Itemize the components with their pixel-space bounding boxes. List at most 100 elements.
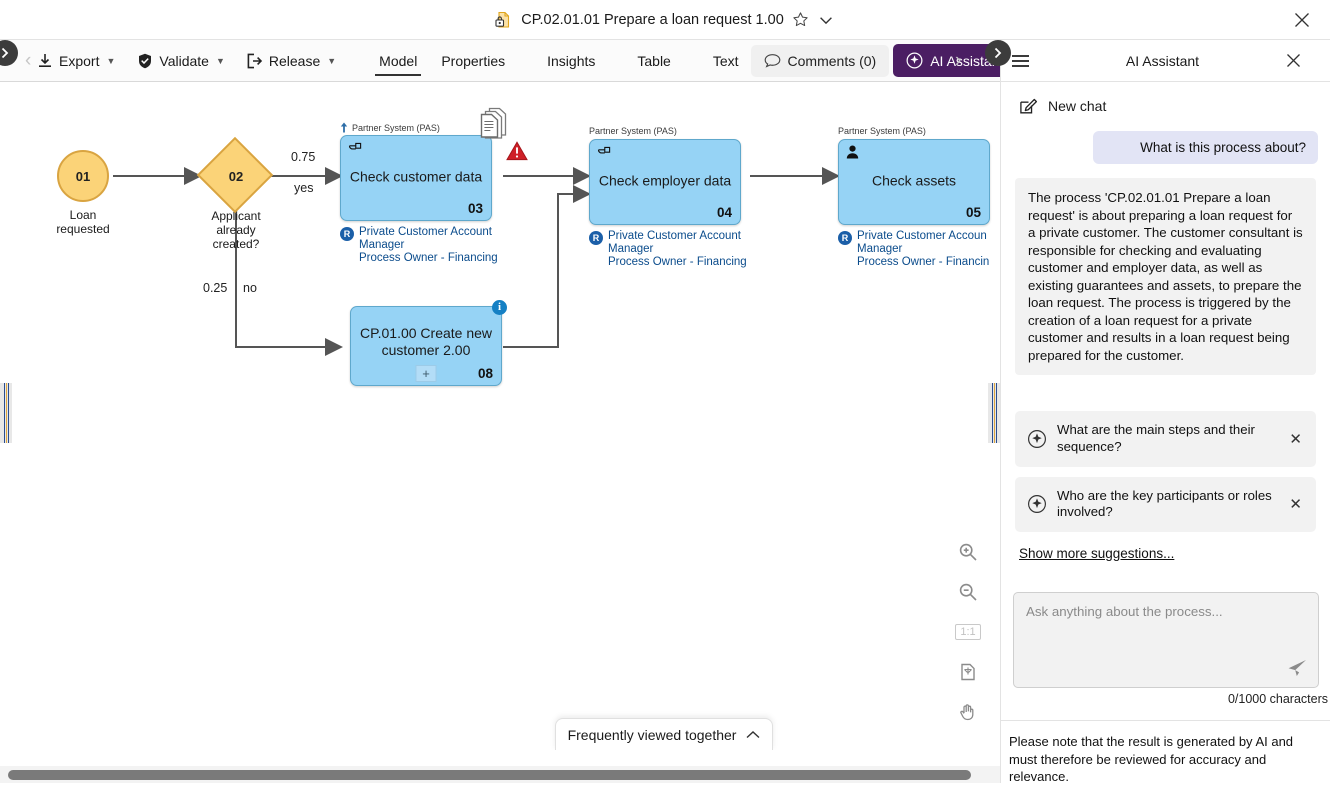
suggestion-item-1[interactable]: What are the main steps and their sequen… [1015, 411, 1316, 467]
fit-to-page-icon[interactable] [946, 652, 990, 692]
role-text-05: Private Customer Accoun Manager Process … [857, 230, 989, 270]
ai-panel-title: AI Assistant [1125, 52, 1200, 69]
task-shape-05[interactable]: Check assets 05 [838, 139, 990, 225]
send-paper-plane-icon[interactable] [1286, 657, 1308, 679]
pan-hand-icon[interactable] [946, 692, 990, 732]
subprocess-shape-08[interactable]: i CP.01.00 Create new customer 2.00 + 08 [350, 300, 507, 386]
info-icon[interactable]: i [492, 300, 507, 315]
diagram-node-08[interactable]: i CP.01.00 Create new customer 2.00 + 08 [350, 300, 507, 386]
tab-properties[interactable]: Properties [429, 47, 517, 75]
toolbar-next-button[interactable] [985, 40, 1011, 66]
sparkle-icon [1027, 429, 1047, 449]
zoom-out-icon[interactable] [946, 572, 990, 612]
task-number-03: 03 [467, 201, 483, 216]
locked-document-icon [495, 11, 513, 29]
diagram-node-02[interactable]: 02 Applicant already created? [196, 136, 274, 251]
tab-text[interactable]: Text [701, 47, 751, 75]
lane-label-04: Partner System (PAS) [589, 122, 754, 137]
star-icon[interactable] [792, 11, 809, 28]
frequently-viewed-together-bar[interactable]: Frequently viewed together [555, 718, 773, 750]
sparkle-icon [1027, 494, 1047, 514]
release-button[interactable]: Release ▼ [238, 48, 345, 74]
comments-label: Comments (0) [787, 52, 877, 69]
node-number-02-wrap: 02 [208, 148, 264, 204]
frequently-viewed-label: Frequently viewed together [567, 726, 737, 743]
chat-composer[interactable]: Ask anything about the process... [1013, 592, 1319, 688]
diagram-node-04[interactable]: Partner System (PAS) Check employer data… [589, 122, 754, 270]
caption-line-3: created? [212, 237, 260, 252]
chevron-down-icon[interactable] [817, 11, 835, 29]
role-line-2: Manager [857, 243, 903, 256]
tab-insights-label: Insights [547, 52, 596, 69]
responsible-badge-icon: R [838, 231, 852, 245]
warning-triangle-icon[interactable] [506, 141, 528, 161]
role-block-04: R Private Customer Account Manager Proce… [589, 230, 754, 270]
left-panel-splitter[interactable] [0, 383, 12, 443]
new-chat-button[interactable]: New chat [1001, 82, 1330, 125]
page-title: CP.02.01.01 Prepare a loan request 1.00 [521, 11, 784, 28]
task-shape-04[interactable]: Check employer data 04 [589, 139, 741, 225]
role-line-3: Process Owner - Financin [857, 256, 990, 269]
task-number-08: 08 [477, 366, 493, 381]
compose-pencil-icon [1019, 96, 1038, 115]
show-more-suggestions-link[interactable]: Show more suggestions... [1019, 545, 1175, 561]
canvas-horizontal-scrollbar[interactable] [0, 766, 1000, 783]
role-line-1: Private Customer Accoun [857, 230, 987, 242]
shield-check-icon [137, 53, 153, 69]
export-button[interactable]: Export ▼ [28, 48, 124, 74]
lane-label-03: Partner System (PAS) [340, 122, 505, 133]
ai-disclaimer: Please note that the result is generated… [1001, 720, 1330, 786]
comment-bubble-icon [764, 53, 781, 69]
role-line-3: Process Owner - Financing [359, 252, 498, 265]
tab-table[interactable]: Table [625, 47, 682, 75]
responsible-badge-icon: R [340, 227, 354, 241]
zoom-in-icon[interactable] [946, 532, 990, 572]
dismiss-suggestion-2-icon[interactable]: ✕ [1289, 496, 1302, 514]
toolbar-overflow-prev-icon[interactable]: ‹ [25, 50, 32, 71]
suggestion-item-2[interactable]: Who are the key participants or roles in… [1015, 476, 1316, 532]
hamburger-menu-icon[interactable] [1001, 54, 1039, 67]
close-icon[interactable] [1286, 53, 1330, 68]
node-caption-01: Loan requested [38, 208, 128, 236]
diagram-node-05[interactable]: Partner System (PAS) Check assets 05 R P… [838, 122, 1000, 270]
task-shape-03[interactable]: Check customer data 03 [340, 135, 492, 221]
chevron-down-icon: ▼ [215, 55, 225, 66]
node-number-01: 01 [75, 168, 91, 184]
diagram-node-01[interactable]: 01 Loan requested [56, 150, 128, 236]
edge-label-yes: yes [294, 181, 314, 195]
right-panel-splitter[interactable] [988, 383, 1000, 443]
tab-properties-label: Properties [441, 52, 506, 69]
role-line-2: Manager [359, 239, 405, 252]
diagram-connectors [113, 167, 840, 356]
sidebar-expand-button[interactable] [0, 40, 18, 66]
chevron-up-icon[interactable] [746, 730, 760, 740]
scrollbar-thumb[interactable] [8, 770, 971, 780]
dismiss-suggestion-1-icon[interactable]: ✕ [1289, 431, 1302, 449]
ai-assistant-panel: AI Assistant New chat What is this proce… [1000, 40, 1330, 786]
chevron-down-icon: ▼ [327, 55, 337, 66]
lane-label-05: Partner System (PAS) [838, 122, 1000, 137]
role-text-03: Private Customer Account Manager Process… [359, 226, 498, 266]
window-close-icon[interactable] [1282, 0, 1322, 40]
task-number-04: 04 [716, 205, 732, 220]
diagram-node-03[interactable]: Partner System (PAS) Check customer data… [340, 122, 505, 266]
task-title-03: Check customer data [349, 168, 483, 185]
zoom-reset-label: 1:1 [955, 624, 981, 640]
main-toolbar: Export ▼ Validate ▼ Release ▼ Model Prop… [0, 40, 1017, 82]
suggestion-text-1: What are the main steps and their sequen… [1057, 422, 1255, 455]
tab-model-label: Model [379, 52, 418, 69]
tab-model[interactable]: Model [367, 47, 429, 76]
expand-subprocess-button[interactable]: + [415, 365, 437, 382]
lane-label-text-04: Partner System (PAS) [589, 126, 677, 136]
process-diagram-canvas[interactable]: 01 Loan requested 02 Applicant already c… [0, 82, 1000, 750]
validate-label: Validate [159, 52, 209, 69]
manual-hand-icon [348, 141, 363, 154]
tab-insights[interactable]: Insights [535, 47, 607, 75]
validate-button[interactable]: Validate ▼ [128, 48, 233, 74]
arrow-up-icon [340, 122, 348, 133]
toolbar-overflow-next-icon[interactable]: › [955, 50, 962, 71]
zoom-reset-icon[interactable]: 1:1 [946, 612, 990, 652]
export-label: Export [59, 52, 100, 69]
comments-button[interactable]: Comments (0) [750, 44, 890, 77]
start-event-shape: 01 [57, 150, 109, 202]
